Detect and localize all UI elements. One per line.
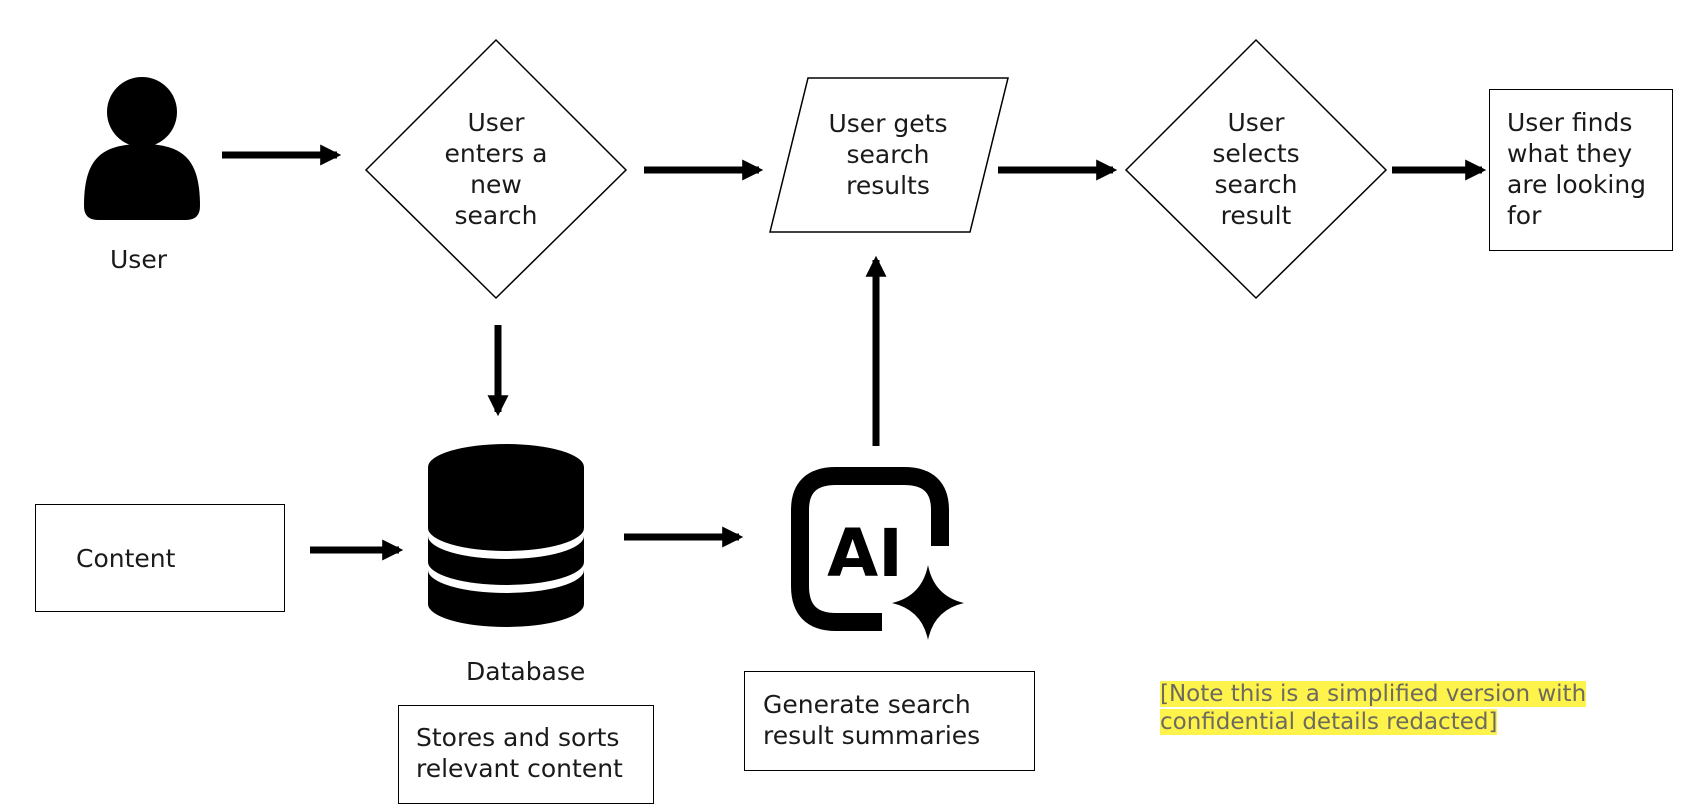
note-highlight: [Note this is a simplified version with … xyxy=(1160,681,1587,735)
person-icon xyxy=(84,77,200,220)
selects-result-text: User selects search result xyxy=(1212,108,1300,230)
ai-sparkle-icon: AI xyxy=(791,467,964,640)
arrows xyxy=(222,144,1487,561)
gets-results-text: User gets search results xyxy=(828,109,948,200)
note-text: [Note this is a simplified version with … xyxy=(1160,680,1610,736)
generate-box: Generate search result summaries xyxy=(744,671,1035,771)
content-text: Content xyxy=(76,544,176,573)
database-label: Database xyxy=(466,657,586,686)
enters-search-diamond xyxy=(364,38,628,300)
ai-text: AI xyxy=(827,515,903,592)
content-box: Content xyxy=(35,504,285,612)
stores-text: Stores and sorts relevant content xyxy=(416,723,623,783)
selects-result-diamond xyxy=(1124,38,1388,300)
user-label: User xyxy=(110,245,167,274)
stores-box: Stores and sorts relevant content xyxy=(398,705,654,804)
generate-text: Generate search result summaries xyxy=(763,690,981,750)
finds-box: User finds what they are looking for xyxy=(1489,89,1673,251)
finds-text: User finds what they are looking for xyxy=(1507,108,1647,230)
database-icon xyxy=(428,444,584,627)
enters-search-text: User enters a new search xyxy=(444,108,548,230)
gets-results-parallelogram xyxy=(769,77,1009,233)
